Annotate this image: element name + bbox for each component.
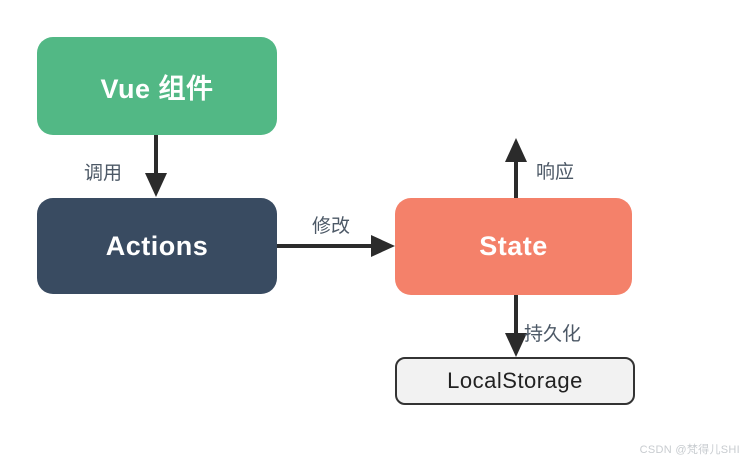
arrow-modify-line [277, 244, 371, 248]
node-actions: Actions [37, 198, 277, 294]
node-state-label: State [479, 231, 548, 261]
arrow-call-head-down-icon [145, 173, 167, 197]
arrow-persist-head-down-icon [505, 333, 527, 357]
node-vue-component: Vue 组件 [37, 37, 277, 135]
arrow-respond-head-up-icon [505, 138, 527, 162]
node-localstorage-label: LocalStorage [447, 368, 583, 393]
arrow-persist-line [514, 295, 518, 333]
arrow-modify-head-right-icon [371, 235, 395, 257]
node-state: State [395, 198, 632, 295]
node-actions-label: Actions [105, 230, 209, 261]
node-localstorage: LocalStorage [395, 357, 635, 405]
watermark: CSDN @梵得儿SHI [639, 444, 740, 456]
arrow-respond-line [514, 162, 518, 198]
edge-label-persist: 持久化 [524, 324, 582, 345]
arrow-call-line [154, 135, 158, 173]
edge-label-modify: 修改 [312, 216, 351, 237]
edge-label-respond: 响应 [536, 162, 575, 183]
node-vue-label: Vue 组件 [100, 73, 214, 104]
edge-label-call: 调用 [84, 163, 123, 184]
